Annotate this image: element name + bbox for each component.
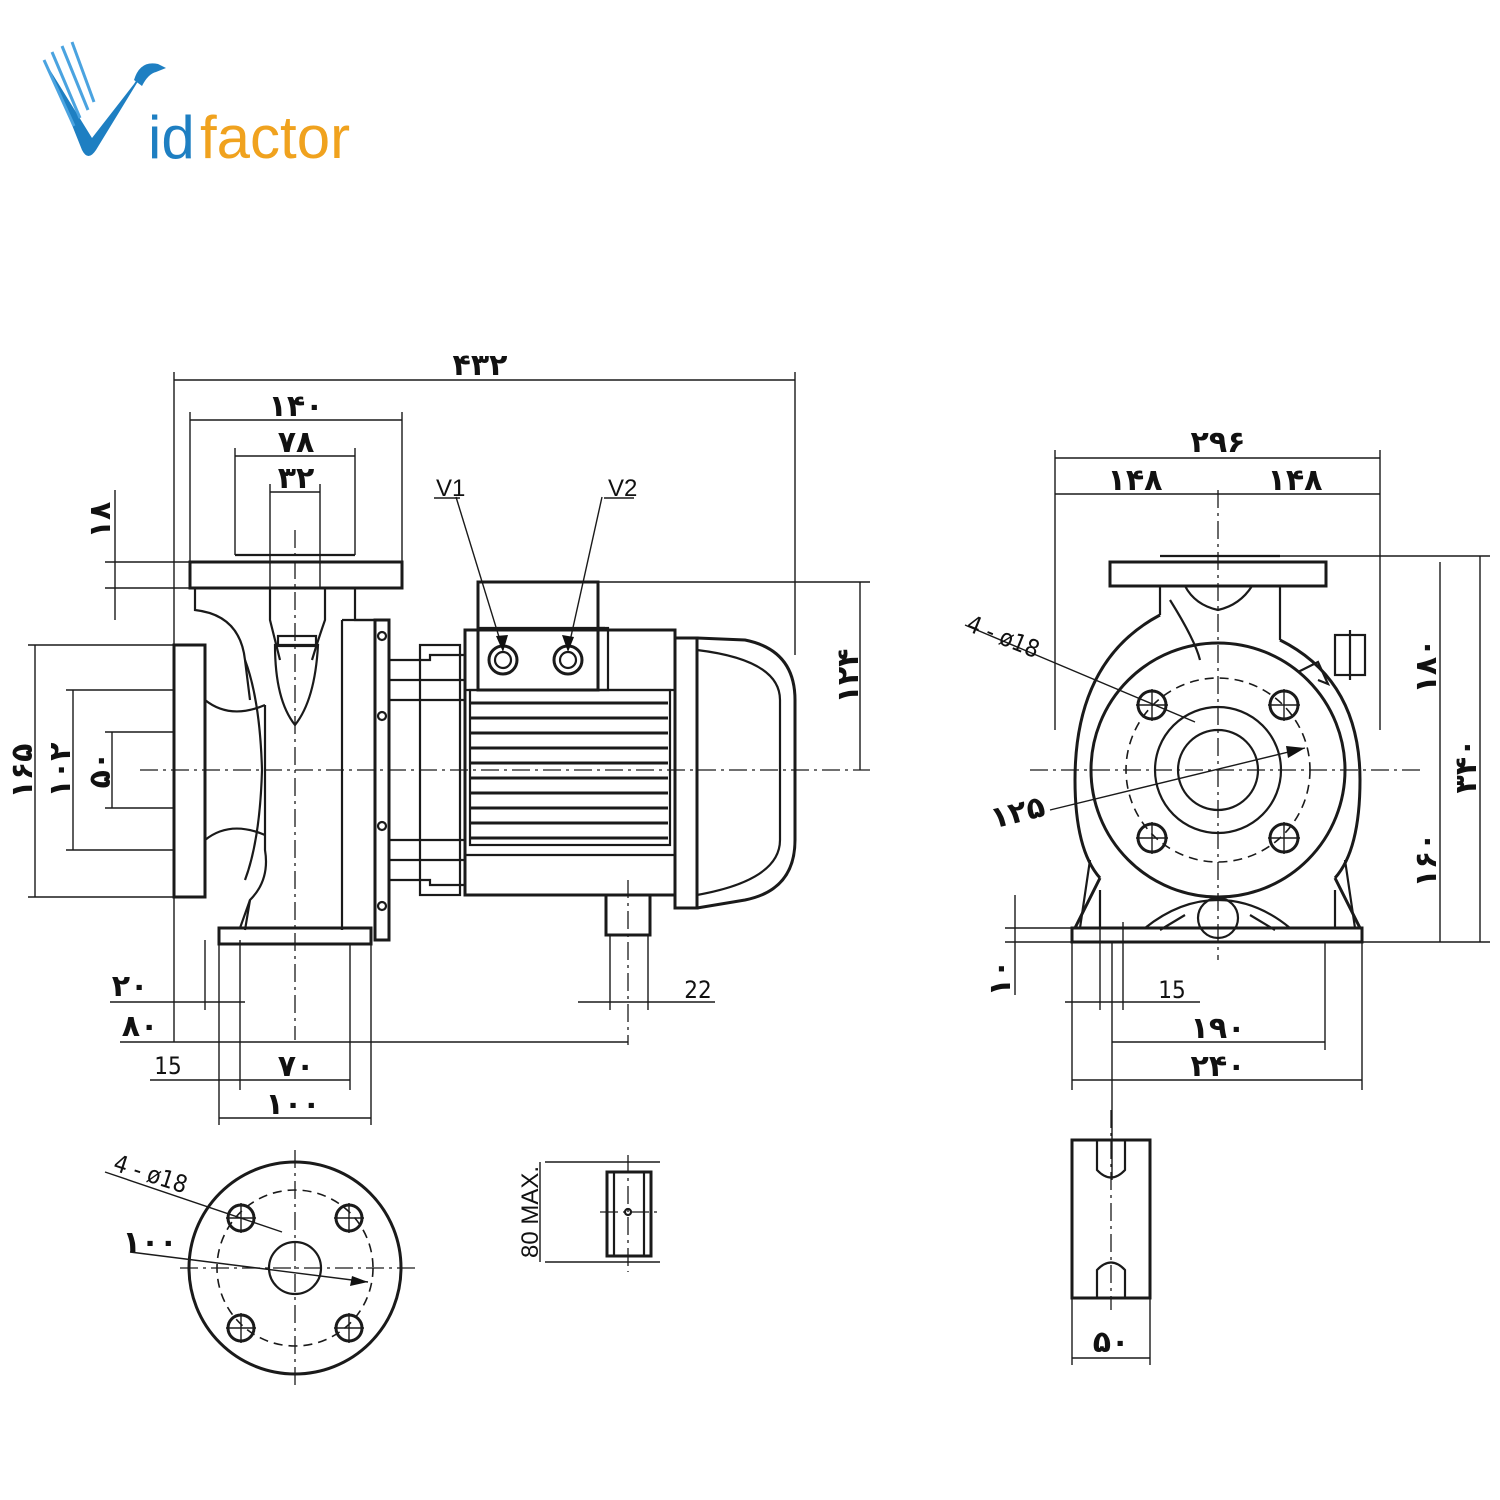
front-foot-pitch: ۱۹۰ [1191, 1011, 1246, 1046]
front-discharge-flange [1108, 560, 1328, 588]
vidfactor-logo: id factor [42, 41, 350, 171]
bracket-plate [373, 618, 391, 942]
dim-foot-length: ۱۰۰ [266, 1087, 321, 1122]
front-total-width: ۲۹۶ [1191, 425, 1246, 460]
front-foot-plate [1070, 926, 1364, 944]
front-total-height: ۳۴۰ [1449, 739, 1484, 794]
flange-pcd: ۱۰۰ [123, 1225, 178, 1260]
dim-flange-width: ۱۴۰ [269, 389, 324, 424]
impeller-nut [273, 643, 320, 727]
dim-inlet-port: ۵۰ [83, 752, 118, 789]
dim-base-offset: ۲۰ [112, 969, 149, 1004]
logo-bird-icon [42, 41, 166, 156]
inlet-flange [172, 643, 207, 899]
logo-text-id: id [148, 104, 195, 171]
front-upper-height: ۱۸۰ [1409, 639, 1444, 694]
front-pcd: ۱۲۵ [987, 789, 1049, 836]
dim-terminal-width: 22 [684, 976, 711, 1004]
terminal-detail: 80 MAX. [517, 1155, 660, 1272]
dim-foot-pitch: ۷۰ [278, 1049, 315, 1084]
flange-detail: 4 - ø18 ۱۰۰ [104, 1149, 415, 1390]
dim-foot-edge: 15 [154, 1052, 181, 1080]
rotation-arrow-icon [1297, 660, 1331, 687]
front-half-right: ۱۴۸ [1268, 463, 1323, 498]
foot-slot-detail: ۵۰ [1070, 1110, 1152, 1365]
dim-inlet-pcd: ۱۰۲ [43, 743, 78, 798]
dim-motor-height: ۱۲۴ [831, 649, 866, 704]
dim-port-dia: ۳۲ [278, 461, 315, 496]
dim-shaft-to-foot: ۸۰ [122, 1009, 159, 1044]
front-foot-width: ۲۴۰ [1191, 1049, 1246, 1084]
terminal-gland [605, 1170, 653, 1258]
front-half-left: ۱۴۸ [1108, 463, 1163, 498]
dim-inlet-flange-dia: ۱۶۵ [5, 744, 40, 799]
front-slot-width: 15 [1158, 976, 1185, 1004]
front-lower-height: ۱۶۰ [1409, 833, 1444, 888]
terminal-max-height: 80 MAX. [517, 1166, 544, 1258]
side-view: V1 V2 ۴۳۲ ۱۴۰ ۷۸ ۳۲ ۱۸ ۱۲۴ [5, 348, 870, 1125]
front-view: 4 - ø18 ۱۲۵ ۲۹۶ ۱۴۸ ۱۴۸ ۱۸۰ ۳۴۰ ۱۶۰ ۱۰ [963, 425, 1490, 1180]
fan-cover [696, 636, 797, 910]
logo-text-factor: factor [200, 104, 350, 171]
dim-overall-length: ۴۳۲ [453, 348, 508, 383]
front-bolt-holes [1136, 689, 1300, 854]
discharge-flange [188, 560, 404, 590]
front-bolt-note: 4 - ø18 [963, 610, 1044, 664]
pump-foot [217, 926, 373, 946]
dim-flange-thickness: ۱۸ [83, 502, 118, 539]
volute-outline [1073, 613, 1362, 879]
cooling-fins [470, 701, 668, 840]
flange-outer [187, 1160, 403, 1376]
foot-detail-width: ۵۰ [1093, 1325, 1130, 1360]
flange-bolt-note: 4 - ø18 [110, 1149, 191, 1199]
dim-bolt-pitch: ۷۸ [278, 425, 315, 460]
fan-cover-flange [673, 636, 699, 910]
front-foot-thickness: ۱۰ [983, 960, 1018, 997]
